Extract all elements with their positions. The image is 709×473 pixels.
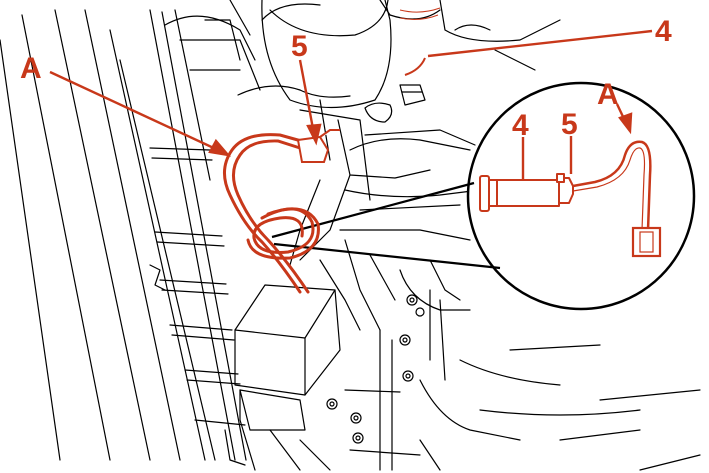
callout-a-main: A xyxy=(20,52,42,85)
wire-harness xyxy=(223,133,320,294)
detail-inset xyxy=(271,81,696,311)
callout-4-main: 4 xyxy=(655,15,672,48)
callout-a-inset: A xyxy=(597,78,619,111)
inset-leader-upper xyxy=(271,181,475,239)
callout-5-inset: 5 xyxy=(561,108,578,141)
bolts-lower-right xyxy=(326,294,425,444)
callout-leaders xyxy=(49,29,653,180)
connector-inset xyxy=(631,226,662,258)
reservoir-hatch xyxy=(399,7,441,20)
callout-5-main: 5 xyxy=(291,30,308,63)
reservoir-wire xyxy=(404,57,426,76)
callout-4-inset: 4 xyxy=(512,109,529,142)
sensor-wire-inset xyxy=(572,140,652,231)
sensor-body-inset xyxy=(479,173,574,212)
harness-connector xyxy=(296,129,340,163)
inset-leader-lower xyxy=(273,242,501,270)
